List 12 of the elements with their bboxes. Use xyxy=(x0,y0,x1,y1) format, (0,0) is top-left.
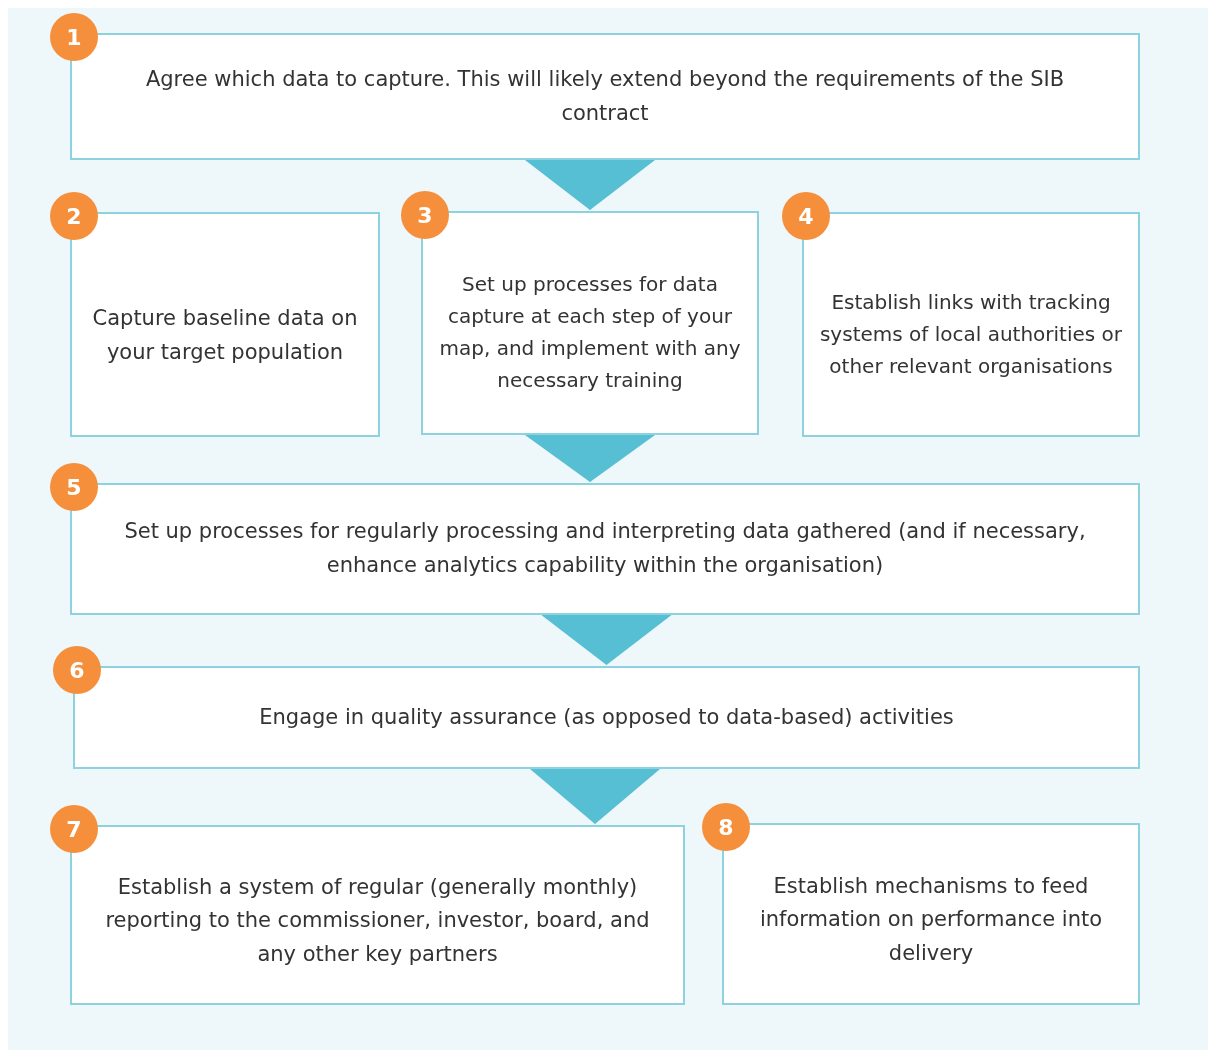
chevron-arrow xyxy=(525,434,655,483)
step-text: Establish mechanisms to feed information on performance into delivery xyxy=(758,872,1104,967)
step-text: Set up processes for regularly processing and interpreting data gathered (and if necessary, enhance analytics capability within the organisation) xyxy=(123,518,1087,579)
step-text: Capture baseline data on your target population xyxy=(91,304,359,366)
step-text: Establish links with tracking systems of local authorities or other relevant organisations xyxy=(818,288,1124,380)
step-text: Agree which data to capture. This will likely extend beyond the requirements of the SIB contract xyxy=(144,65,1066,127)
chevron-arrow xyxy=(525,159,655,211)
step-text: Engage in quality assurance (as opposed to data-based) activities xyxy=(259,703,954,731)
step-text: Set up processes for data capture at each step of your map, and implement with any necessary training xyxy=(438,271,742,394)
step-text: Establish a system of regular (generally monthly) reporting to the commissioner, investor, board, and any other key partners xyxy=(104,873,651,968)
chevron-arrow xyxy=(530,768,660,825)
chevron-arrow xyxy=(541,614,672,666)
